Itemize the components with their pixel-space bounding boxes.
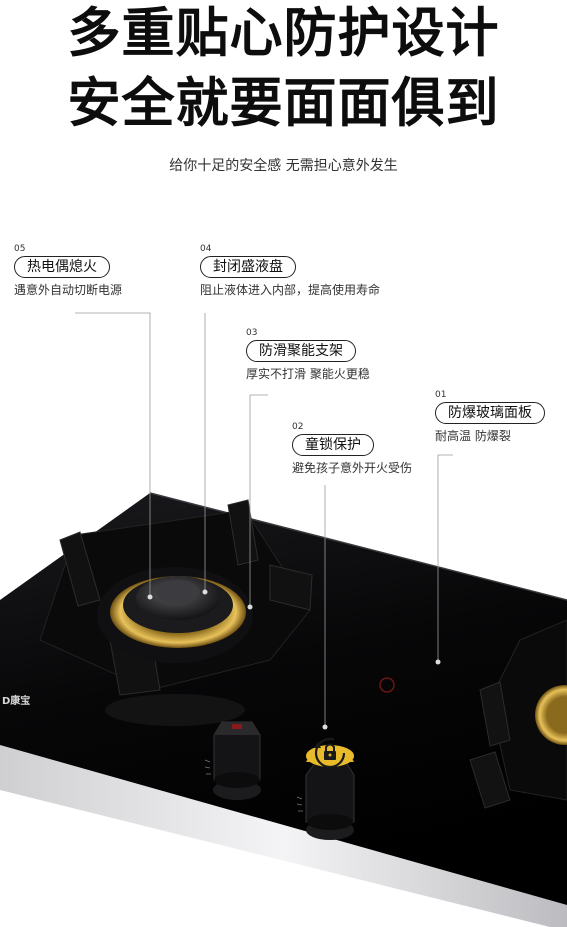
leader-line-05 (75, 312, 151, 595)
callout-leader-lines (75, 312, 453, 725)
feature-03-desc: 厚实不打滑 聚能火更稳 (246, 367, 370, 381)
brand-mark: D康宝 (2, 694, 30, 707)
right-burner (469, 619, 567, 809)
power-indicator-icon (379, 677, 395, 693)
feature-02-title: 童锁保护 (292, 434, 374, 456)
headline-line-2: 安全就要面面俱到 (67, 73, 500, 134)
leader-dot-05 (147, 594, 153, 600)
feature-03-title: 防滑聚能支架 (246, 340, 356, 362)
glass-panel-edge (0, 745, 567, 927)
feature-04-number: 04 (200, 244, 212, 254)
leader-dot-04 (202, 589, 208, 595)
leader-line-03 (249, 394, 268, 605)
feature-04: 04 封闭盛液盘 阻止液体进入内部，提高使用寿命 (200, 244, 380, 298)
feature-05: 05 热电偶熄火 遇意外自动切断电源 (14, 244, 122, 298)
left-burner (97, 567, 253, 663)
headline-line-1: 多重贴心防护设计 (67, 3, 500, 64)
feature-01-title: 防爆玻璃面板 (435, 402, 545, 424)
leader-dot-03 (247, 604, 253, 610)
feature-05-title: 热电偶熄火 (14, 256, 110, 278)
feature-04-desc: 阻止液体进入内部，提高使用寿命 (200, 283, 381, 297)
left-knob (213, 721, 261, 800)
leader-line-01 (437, 454, 453, 660)
feature-04-title: 封闭盛液盘 (200, 256, 296, 278)
feature-01-number: 01 (435, 390, 447, 400)
feature-02-desc: 避免孩子意外开火受伤 (292, 461, 413, 475)
feature-02: 02 童锁保护 避免孩子意外开火受伤 (292, 422, 412, 476)
child-lock-icon (314, 737, 346, 769)
feature-03-number: 03 (246, 328, 258, 338)
feature-02-number: 02 (292, 422, 304, 432)
leader-dot-01 (435, 659, 441, 665)
subheadline: 给你十足的安全感 无需担心意外发生 (169, 158, 398, 174)
feature-01: 01 防爆玻璃面板 耐高温 防爆裂 (435, 390, 545, 444)
feature-03: 03 防滑聚能支架 厚实不打滑 聚能火更稳 (246, 328, 370, 382)
feature-05-number: 05 (14, 244, 26, 254)
feature-01-desc: 耐高温 防爆裂 (435, 429, 511, 443)
feature-05-desc: 遇意外自动切断电源 (14, 283, 123, 297)
leader-dot-02 (322, 724, 328, 730)
